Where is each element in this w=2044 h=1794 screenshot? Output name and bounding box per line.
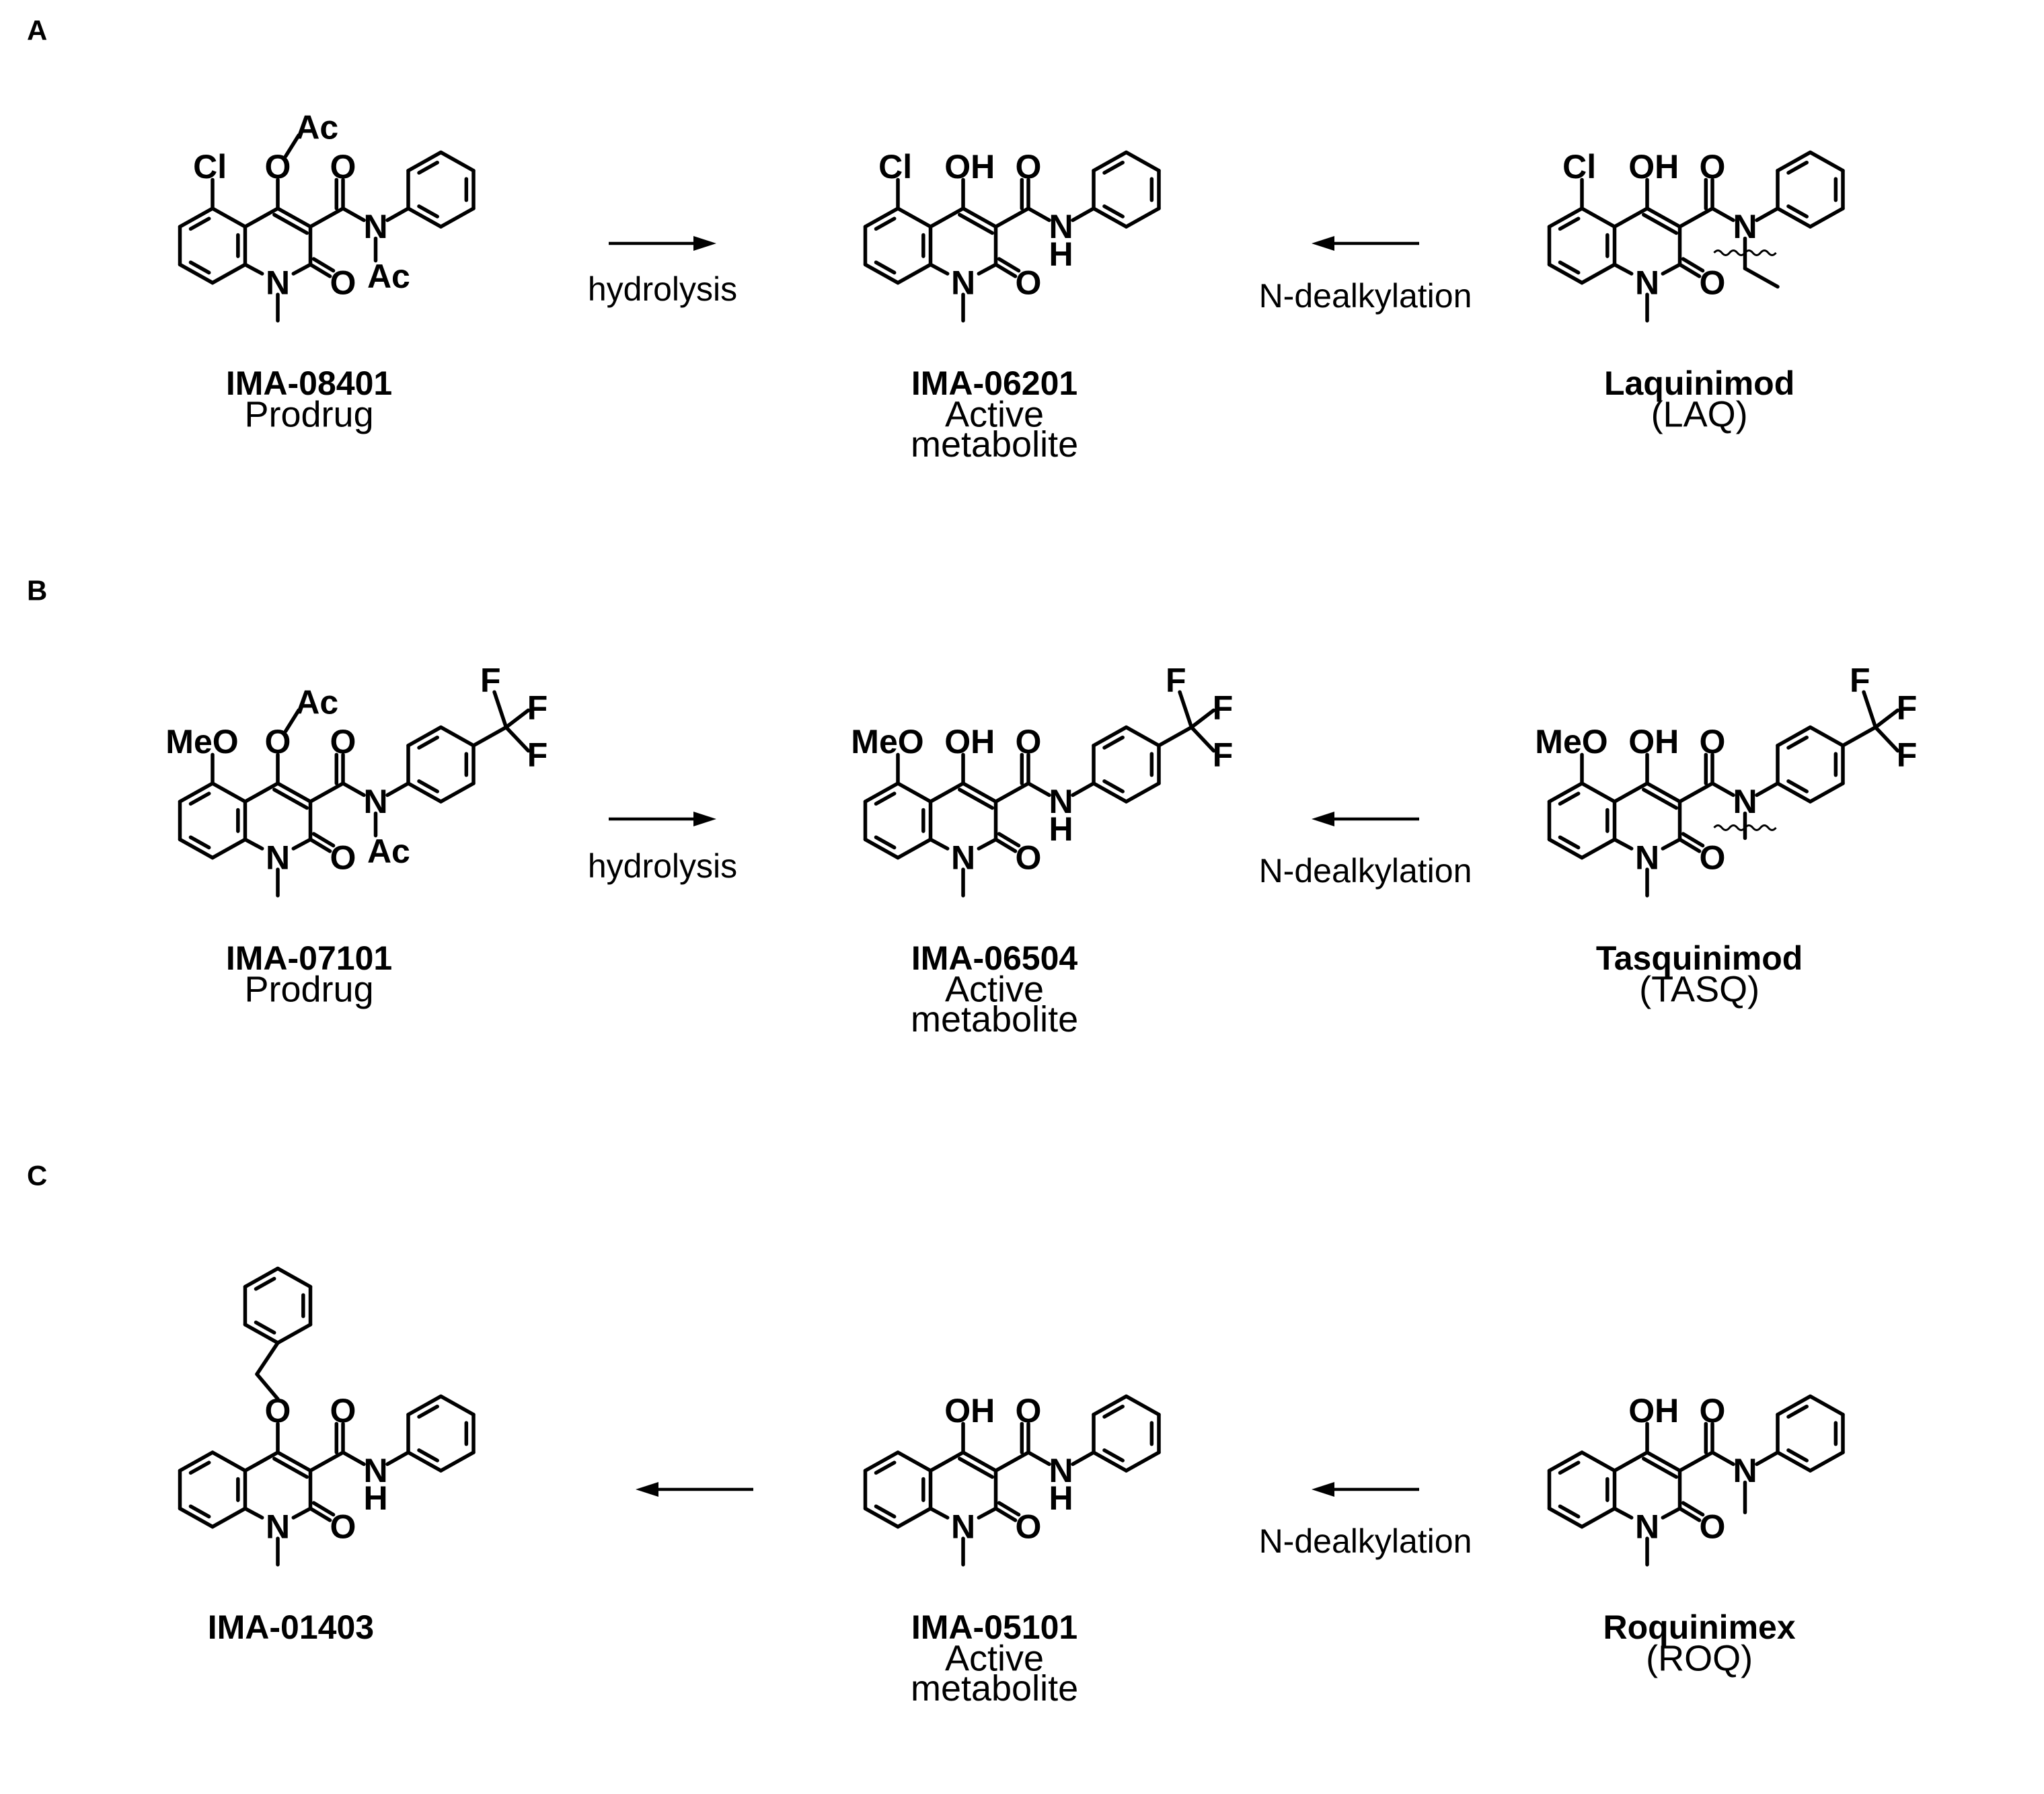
fluorine-atom: F: [527, 736, 548, 773]
amide-n-atom: N: [1049, 208, 1073, 245]
amide-h-atom: H: [363, 1479, 387, 1517]
ring-carbonyl-o-atom: O: [330, 264, 356, 302]
reaction-arrow: [636, 1482, 753, 1497]
compound-role: Active: [945, 1639, 1044, 1679]
compound-name: Roquinimex: [1603, 1608, 1796, 1646]
amide-n-atom: N: [1049, 783, 1073, 820]
amide-carbonyl-o-atom: O: [330, 148, 356, 186]
amide-carbonyl-o-atom: O: [1016, 148, 1042, 186]
hydroxyl-atom: OH: [1628, 1392, 1679, 1430]
fluorine-atom: F: [1213, 736, 1234, 773]
ring-carbonyl-o-atom: O: [1016, 839, 1042, 877]
ring-carbonyl-o-atom: O: [1016, 264, 1042, 302]
amide-n-atom: N: [363, 1452, 387, 1489]
compound-name: Laquinimod: [1604, 364, 1794, 402]
chlorine-atom: Cl: [193, 148, 227, 186]
reaction-arrow: N-dealkylation: [1259, 236, 1472, 315]
amide-n-atom: N: [1049, 1452, 1073, 1489]
hydroxyl-atom: OH: [1628, 148, 1679, 186]
compound-role: (ROQ): [1646, 1639, 1753, 1679]
compound-role: Active: [945, 395, 1044, 435]
amide-h-atom: H: [1049, 235, 1073, 273]
n-acetyl-label: Ac: [367, 258, 410, 295]
fluorine-atom: F: [1213, 689, 1234, 726]
arrow-label: N-dealkylation: [1259, 277, 1472, 315]
fluorine-atom: F: [1166, 662, 1186, 699]
acetyl-label: Ac: [295, 684, 338, 722]
compound-role: (LAQ): [1651, 395, 1748, 435]
arrow-label: hydrolysis: [588, 847, 737, 885]
n-acetyl-label: Ac: [367, 832, 410, 870]
amide-carbonyl-o-atom: O: [330, 1392, 356, 1430]
hydroxyl-atom: OH: [944, 148, 995, 186]
reaction-arrow: N-dealkylation: [1259, 812, 1472, 890]
compound-name: IMA-08401: [226, 364, 392, 402]
fluorine-atom: F: [527, 689, 548, 726]
amide-carbonyl-o-atom: O: [1016, 1392, 1042, 1430]
compound-name: IMA-01403: [208, 1608, 374, 1646]
compound-role-line2: metabolite: [911, 1668, 1078, 1709]
amide-carbonyl-o-atom: O: [1016, 723, 1042, 760]
methoxy-label: MeO: [165, 723, 238, 760]
fluorine-atom: F: [480, 662, 501, 699]
ring-carbonyl-o-atom: O: [330, 1508, 356, 1546]
amide-carbonyl-o-atom: O: [1700, 1392, 1726, 1430]
fluorine-atom: F: [1850, 662, 1870, 699]
methoxy-label: MeO: [1535, 723, 1607, 760]
amide-carbonyl-o-atom: O: [1700, 723, 1726, 760]
reaction-arrow: hydrolysis: [588, 236, 737, 308]
ring-carbonyl-o-atom: O: [1700, 264, 1726, 302]
ring-carbonyl-o-atom: O: [1700, 839, 1726, 877]
ring-carbonyl-o-atom: O: [1016, 1508, 1042, 1546]
hydroxyl-atom: OH: [1628, 723, 1679, 760]
fluorine-atom: F: [1897, 689, 1918, 726]
fluorine-atom: F: [1897, 736, 1918, 773]
compound-role: Active: [945, 970, 1044, 1010]
compound-name: IMA-05101: [911, 1608, 1077, 1646]
compound-name: IMA-07101: [226, 939, 392, 977]
hydroxyl-atom: OH: [944, 1392, 995, 1430]
ring-carbonyl-o-atom: O: [330, 839, 356, 877]
hydroxyl-atom: OH: [944, 723, 995, 760]
amide-h-atom: H: [1049, 810, 1073, 848]
amide-h-atom: H: [1049, 1479, 1073, 1517]
ring-carbonyl-o-atom: O: [1700, 1508, 1726, 1546]
reaction-arrow: N-dealkylation: [1259, 1482, 1472, 1560]
amide-carbonyl-o-atom: O: [1700, 148, 1726, 186]
compound-role: (TASQ): [1639, 970, 1759, 1010]
arrow-label: N-dealkylation: [1259, 1522, 1472, 1560]
panel-label: B: [27, 575, 47, 607]
amide-carbonyl-o-atom: O: [330, 723, 356, 760]
bond-cleavage-mark: [1713, 824, 1777, 831]
panel-label: C: [27, 1160, 47, 1192]
compound-role-line2: metabolite: [911, 424, 1078, 465]
compound-role: Prodrug: [244, 970, 373, 1010]
chlorine-atom: Cl: [878, 148, 912, 186]
reaction-arrow: hydrolysis: [588, 812, 737, 885]
acetyl-label: Ac: [295, 109, 338, 147]
panel-label: A: [27, 15, 47, 46]
compound-role: Prodrug: [244, 395, 373, 435]
methoxy-label: MeO: [851, 723, 923, 760]
chlorine-atom: Cl: [1562, 148, 1596, 186]
bond-cleavage-mark: [1713, 249, 1777, 256]
compound-role-line2: metabolite: [911, 999, 1078, 1040]
arrow-label: N-dealkylation: [1259, 852, 1472, 890]
compound-name: IMA-06201: [911, 364, 1077, 402]
arrow-label: hydrolysis: [588, 270, 737, 308]
compound-name: IMA-06504: [911, 939, 1078, 977]
compound-name: Tasquinimod: [1596, 939, 1803, 977]
